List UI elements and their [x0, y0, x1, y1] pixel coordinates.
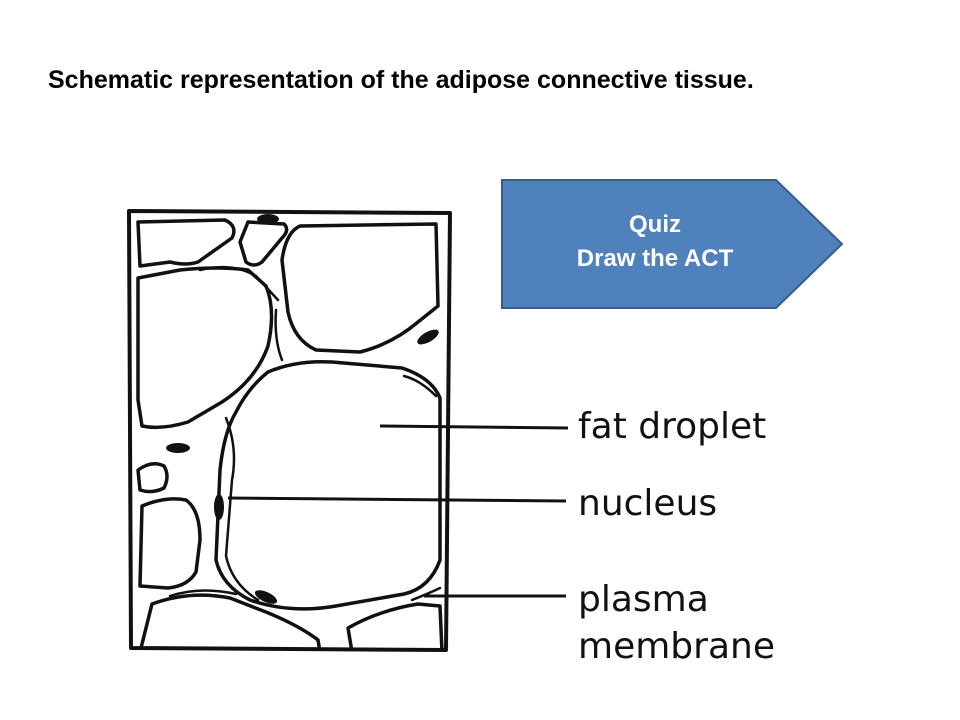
nuclei [166, 214, 439, 604]
fat-cell-top-right [280, 222, 440, 354]
nucleus-top [257, 214, 279, 224]
label-fat-droplet: fat droplet [578, 406, 767, 447]
quiz-callout: Quiz Draw the ACT [500, 178, 845, 310]
nucleus-left [166, 443, 190, 453]
callout-text: Quiz Draw the ACT [500, 208, 810, 276]
fat-cell-left-middle [136, 266, 274, 430]
callout-line-quiz: Quiz [629, 211, 681, 238]
nucleus-center [214, 494, 224, 520]
callout-line-instruction: Draw the ACT [576, 245, 734, 272]
tissue-frame [127, 209, 452, 652]
fat-cell-left-lower [138, 497, 202, 590]
fat-cell-bottom [138, 593, 444, 649]
label-pointers [227, 424, 569, 598]
membrane-outlines [168, 265, 442, 602]
nucleus-right [417, 329, 439, 345]
nucleus-bottom [254, 590, 278, 604]
callout-shape [501, 179, 844, 309]
fat-cell-center [214, 359, 442, 611]
label-membrane: membrane [578, 626, 775, 667]
fat-cell-left-small [136, 462, 169, 494]
label-plasma: plasma [578, 579, 709, 620]
label-nucleus: nucleus [578, 483, 718, 524]
pointer-fat-droplet [379, 424, 569, 430]
pointer-nucleus [227, 496, 567, 503]
fat-cell-top-middle [238, 220, 289, 267]
fat-cell-top-left [136, 218, 236, 268]
slide-title: Schematic representation of the adipose … [48, 66, 754, 94]
